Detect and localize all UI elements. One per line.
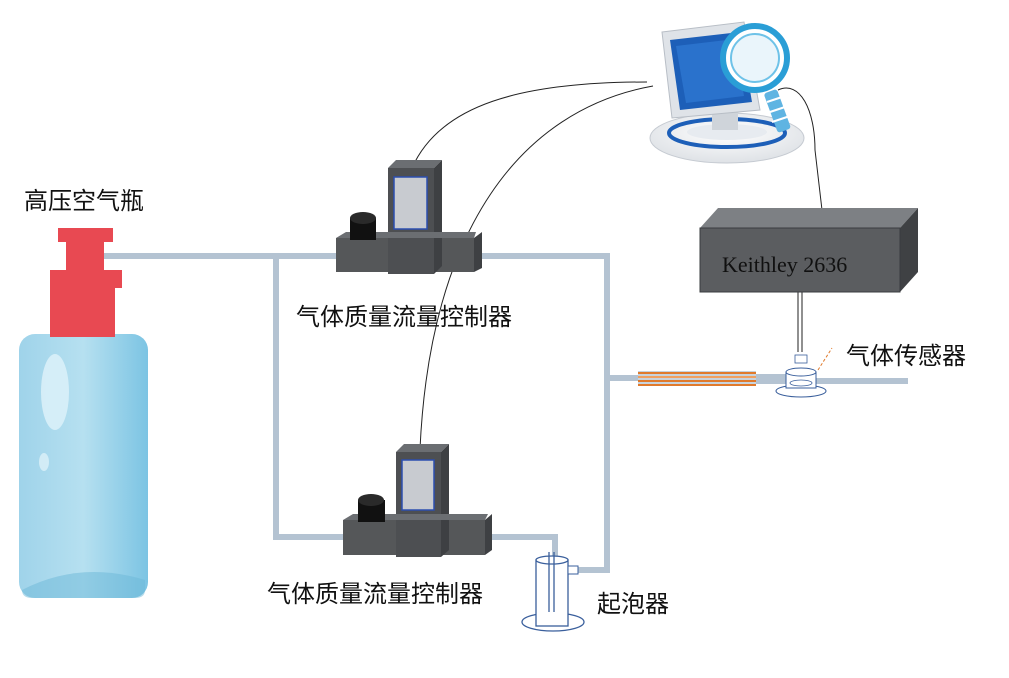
gas-pipes <box>92 253 908 573</box>
cable-pc-to-keithley <box>777 87 823 211</box>
heated-tube <box>638 371 786 386</box>
mfc-top-display <box>393 176 428 230</box>
pipe-mfc-top-out <box>469 253 610 573</box>
cable-pc-to-mfc-top <box>411 81 648 169</box>
mass-flow-controller-top <box>336 160 482 274</box>
gas-sensor-icon <box>775 347 833 398</box>
cable-pc-to-mfc-bottom <box>419 85 654 450</box>
magnifier <box>720 23 791 133</box>
bubbler-icon <box>521 552 585 632</box>
mfc-bottom-label: 气体质量流量控制器 <box>267 580 483 608</box>
pipe-mfc-bottom-to-bubbler <box>481 534 558 558</box>
gas-sensor-label: 气体传感器 <box>846 342 966 370</box>
bubbler-label: 起泡器 <box>597 590 669 618</box>
keithley-label: Keithley 2636 <box>722 252 848 277</box>
mfc-top-label: 气体质量流量控制器 <box>296 303 512 331</box>
pipe-branch-down <box>273 253 348 540</box>
computer-with-magnifier-icon <box>649 21 805 164</box>
mass-flow-controller-bottom <box>343 444 492 557</box>
air-cylinder-label: 高压空气瓶 <box>24 187 144 215</box>
mfc-bottom-knob <box>358 494 385 522</box>
cylinder-valve <box>50 228 122 337</box>
mfc-top-knob <box>350 212 376 240</box>
signal-cables <box>411 81 823 450</box>
mfc-bottom-display <box>401 459 435 511</box>
keithley-instrument <box>699 208 918 293</box>
gas-cylinder-icon <box>19 228 148 598</box>
